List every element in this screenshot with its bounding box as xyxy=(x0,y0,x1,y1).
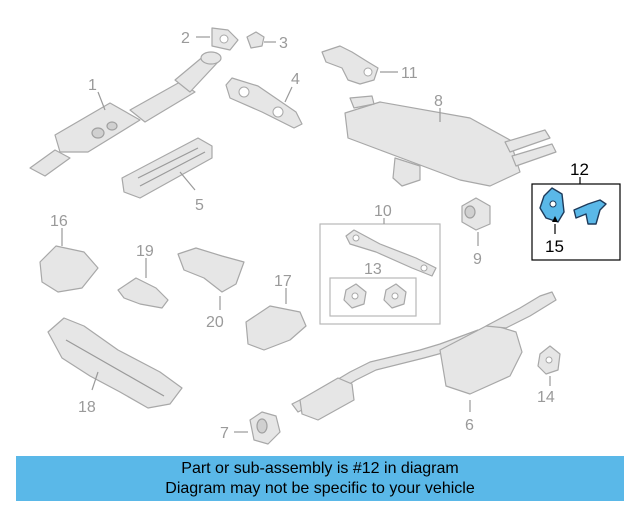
part-19-bracket[interactable] xyxy=(117,277,169,309)
part-8-rear-muffler[interactable] xyxy=(344,95,557,187)
banner-line-2: Diagram may not be specific to your vehi… xyxy=(165,480,475,497)
part-11-hanger[interactable] xyxy=(321,45,379,85)
callout-9: 9 xyxy=(473,251,482,268)
callout-4: 4 xyxy=(291,71,300,88)
part-10-crossmember[interactable] xyxy=(345,229,437,277)
callout-3: 3 xyxy=(279,35,288,52)
part-3-nut[interactable] xyxy=(246,31,265,49)
part-17-heat-shield[interactable] xyxy=(245,305,307,351)
callout-11: 11 xyxy=(401,65,418,82)
part-4-bracket[interactable] xyxy=(225,77,303,129)
callout-13: 13 xyxy=(364,261,382,278)
leader-4 xyxy=(284,86,293,103)
part-20-heat-shield[interactable] xyxy=(177,247,245,293)
exhaust-parts-diagram: 1 2 3 4 5 11 8 12 xyxy=(29,27,621,445)
part-10-box xyxy=(319,223,441,325)
part-9-insulator[interactable] xyxy=(461,197,491,231)
callout-16: 16 xyxy=(50,213,68,230)
leader-5 xyxy=(179,171,196,191)
part-16-heat-shield[interactable] xyxy=(39,245,99,293)
callout-5: 5 xyxy=(195,197,204,214)
callout-17: 17 xyxy=(274,273,292,290)
part-13-box xyxy=(329,277,417,317)
part-7-clamp[interactable] xyxy=(249,411,281,445)
callout-7: 7 xyxy=(220,425,229,442)
part-18-heat-shield[interactable] xyxy=(47,317,183,409)
callout-19: 19 xyxy=(136,243,154,260)
callout-6: 6 xyxy=(465,417,474,434)
callout-14: 14 xyxy=(537,389,555,406)
part-1-catalytic-converter[interactable] xyxy=(29,51,222,177)
callout-12: 12 xyxy=(570,160,589,179)
info-banner: Part or sub-assembly is #12 in diagram D… xyxy=(16,456,624,501)
banner-line-1: Part or sub-assembly is #12 in diagram xyxy=(181,460,459,477)
callout-10: 10 xyxy=(374,203,392,220)
part-2-gasket[interactable] xyxy=(211,27,239,51)
part-6-muffler[interactable] xyxy=(291,291,557,421)
part-5-heat-shield[interactable] xyxy=(121,137,213,199)
callout-2: 2 xyxy=(181,30,190,47)
part-14-insulator[interactable] xyxy=(537,345,561,375)
leader-18 xyxy=(91,371,99,391)
callout-15: 15 xyxy=(545,237,564,256)
leader-1 xyxy=(97,91,106,111)
callout-8: 8 xyxy=(434,93,443,110)
callout-18: 18 xyxy=(78,399,96,416)
part-13-insulators[interactable] xyxy=(343,283,407,309)
callout-20: 20 xyxy=(206,314,224,331)
part-12-hanger-assembly[interactable] xyxy=(539,187,607,225)
callout-1: 1 xyxy=(88,77,97,94)
leader-15-arrow xyxy=(552,216,558,222)
